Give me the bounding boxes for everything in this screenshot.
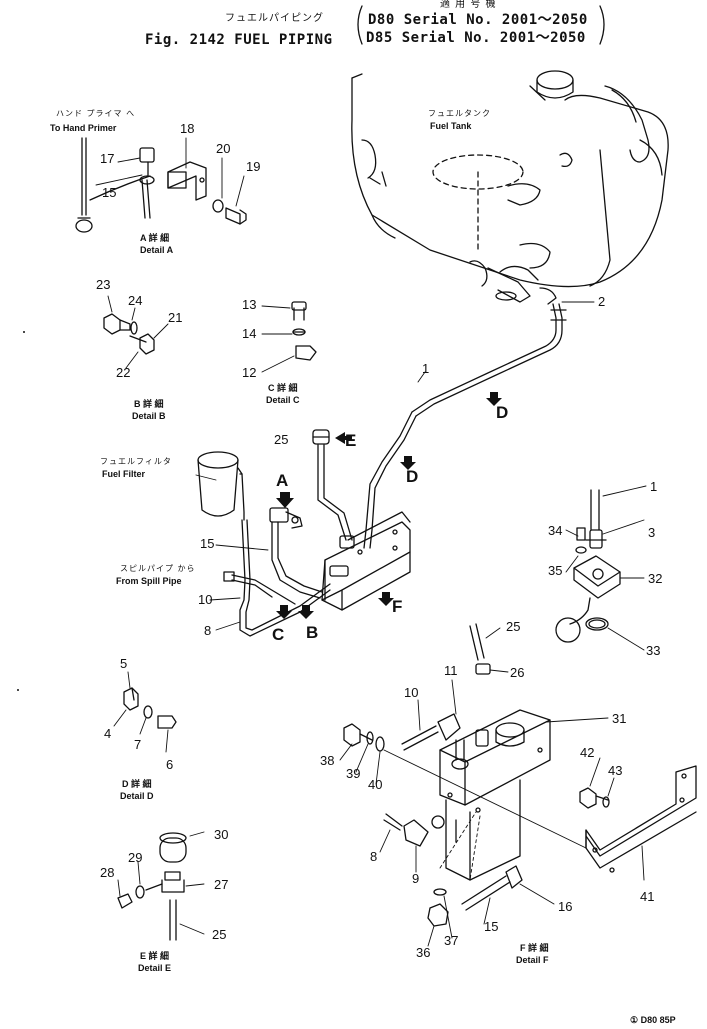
callout-13: 13 (242, 297, 257, 312)
view-letter-f: F (392, 597, 403, 616)
view-arrows (276, 392, 502, 619)
callout-10-main: 10 (198, 592, 213, 607)
fuel-line-pipes-8-10-15 (223, 507, 331, 637)
fuel-tank-label: Fuel Tank (430, 121, 472, 131)
callout-34: 34 (548, 523, 563, 538)
callout-15-detail-f: 15 (484, 919, 499, 934)
callout-29: 29 (128, 850, 143, 865)
detail-d-caption: Detail D (120, 791, 154, 801)
detail-a-caption-jp: A 詳 細 (140, 233, 170, 243)
callout-28: 28 (100, 865, 115, 880)
serial-d85: D85 Serial No. 2001～2050 (366, 30, 586, 46)
detail-f-drawing (339, 485, 697, 947)
callout-39: 39 (346, 766, 361, 781)
callout-26: 26 (510, 665, 525, 680)
jp-title: フュエルパイピング (225, 13, 324, 24)
header-bracket-right (599, 5, 605, 45)
spill-pipe-label: From Spill Pipe (116, 576, 182, 586)
callout-12: 12 (242, 365, 257, 380)
callout-14: 14 (242, 326, 257, 341)
callout-25-detail-f: 25 (506, 619, 521, 634)
callout-35: 35 (548, 563, 563, 578)
callout-5: 5 (120, 656, 128, 671)
leader-lines-main (195, 301, 595, 631)
fuel-tank-label-jp: フュエルタンク (428, 109, 491, 118)
detail-f-caption-jp: F 詳 細 (520, 943, 549, 953)
callout-31: 31 (612, 711, 627, 726)
figure-title: Fig. 2142 FUEL PIPING (145, 32, 333, 48)
callout-21: 21 (168, 310, 183, 325)
callout-25-detail-e: 25 (212, 927, 227, 942)
header-bracket-left (357, 5, 363, 45)
fuel-tank (351, 70, 669, 305)
callout-18: 18 (180, 121, 195, 136)
callout-40: 40 (368, 777, 383, 792)
fuel-filter-canister (197, 451, 245, 521)
callout-23: 23 (96, 277, 111, 292)
callout-10-detail-f: 10 (404, 685, 419, 700)
callout-15-main: 15 (200, 536, 215, 551)
hand-primer-label: To Hand Primer (50, 123, 117, 133)
serial-d80: D80 Serial No. 2001～2050 (368, 12, 588, 28)
detail-c-caption: Detail C (266, 395, 300, 405)
hand-primer-label-jp: ハンド プライマ へ (56, 109, 136, 118)
callout-27: 27 (214, 877, 229, 892)
callout-1-pipe: 1 (422, 361, 430, 376)
callout-30: 30 (214, 827, 229, 842)
spill-pipe-label-jp: スピルパイプ から (120, 564, 196, 573)
detail-a-drawing (75, 137, 247, 233)
callout-3: 3 (648, 525, 656, 540)
callout-11: 11 (444, 663, 458, 678)
view-letter-d-upper: D (496, 403, 509, 422)
callout-33: 33 (646, 643, 661, 658)
applicable-models-jp: 適 用 号 機 (440, 0, 497, 10)
callout-43: 43 (608, 763, 623, 778)
callout-20: 20 (216, 141, 231, 156)
detail-e-caption: Detail E (138, 963, 172, 973)
callout-41: 41 (640, 889, 655, 904)
callout-17: 17 (100, 151, 115, 166)
callout-36: 36 (416, 945, 431, 960)
callout-37: 37 (444, 933, 459, 948)
callout-22: 22 (116, 365, 131, 380)
fuel-filter-label: Fuel Filter (102, 469, 146, 479)
callout-25-main: 25 (274, 432, 289, 447)
detail-e-drawing (117, 831, 205, 941)
detail-d-caption-jp: D 詳 細 (122, 779, 152, 789)
callout-32: 32 (648, 571, 663, 586)
detail-d-drawing (113, 671, 177, 753)
detail-b-drawing (103, 295, 169, 369)
callout-8-detail-f: 8 (370, 849, 378, 864)
detail-b-caption: Detail B (132, 411, 166, 421)
detail-c-drawing (261, 301, 317, 373)
view-letter-d-lower: D (406, 467, 419, 486)
callout-4: 4 (104, 726, 112, 741)
callout-42: 42 (580, 745, 595, 760)
callout-1-sender: 1 (650, 479, 658, 494)
callout-2: 2 (598, 294, 606, 309)
callout-9: 9 (412, 871, 420, 886)
drawing-code: ① D80 85P (630, 1015, 676, 1025)
detail-c-caption-jp: C 詳 細 (268, 383, 298, 393)
callout-6: 6 (166, 757, 174, 772)
callout-8-main: 8 (204, 623, 212, 638)
detail-a-caption: Detail A (140, 245, 174, 255)
callout-24: 24 (128, 293, 143, 308)
view-letter-a: A (276, 471, 289, 490)
callout-15-detail-a: 15 (102, 185, 117, 200)
callout-7: 7 (134, 737, 142, 752)
detail-e-caption-jp: E 詳 細 (140, 951, 170, 961)
view-letter-e: E (345, 431, 357, 450)
callout-16: 16 (558, 899, 573, 914)
fuel-line-pipe-25 (312, 429, 353, 541)
fuel-filter-label-jp: フュエルフィルタ (100, 457, 172, 466)
detail-b-caption-jp: B 詳 細 (134, 399, 164, 409)
view-letter-b: B (306, 623, 319, 642)
fuel-line-pipe-1 (363, 303, 567, 549)
view-letter-c: C (272, 625, 285, 644)
detail-f-caption: Detail F (516, 955, 549, 965)
callout-38: 38 (320, 753, 335, 768)
callout-19: 19 (246, 159, 261, 174)
